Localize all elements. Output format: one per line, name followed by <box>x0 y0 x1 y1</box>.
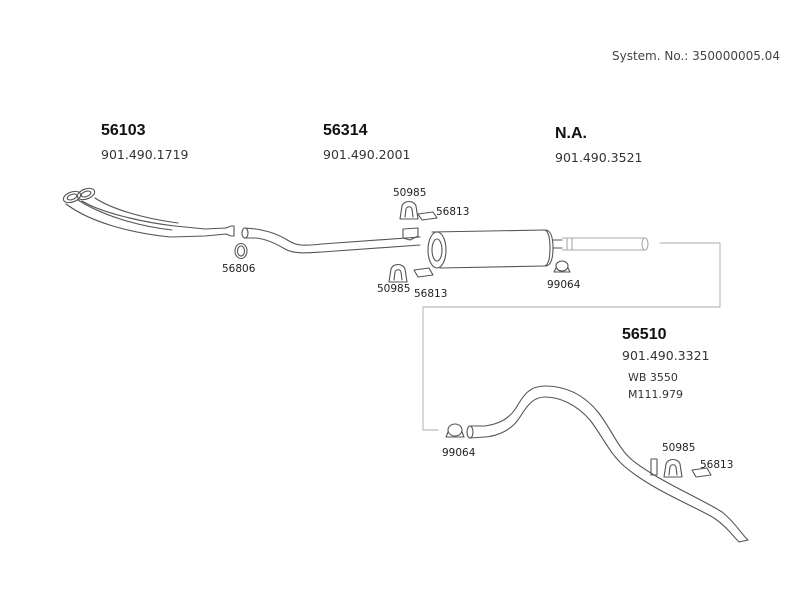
part-number-rear-pipe: 56510 <box>622 326 667 343</box>
oe-number-rear-pipe: 901.490.3321 <box>622 348 710 363</box>
label-bracket-56813-bottom: 56813 <box>414 288 448 300</box>
na-pipe <box>561 237 649 251</box>
note-engine: M111.979 <box>628 388 683 401</box>
label-bracket-56813-lower: 56813 <box>700 459 734 471</box>
clamp-99064-top <box>553 260 571 273</box>
note-wheelbase: WB 3550 <box>628 371 678 384</box>
rear-pipe <box>466 385 749 543</box>
part-number-middle-silencer: 56314 <box>323 122 368 139</box>
label-mount-50985-lower: 50985 <box>662 442 696 454</box>
mount-50985-top <box>399 200 419 220</box>
part-number-front-pipe: 56103 <box>101 122 146 139</box>
mount-50985-bottom <box>388 263 408 283</box>
label-clamp-99064-lower: 99064 <box>442 447 476 459</box>
label-clamp-99064-top: 99064 <box>547 279 581 291</box>
label-mount-50985-bottom: 50985 <box>377 283 411 295</box>
mount-50985-lower <box>663 458 683 478</box>
part-number-na: N.A. <box>555 125 587 142</box>
ring-56806 <box>234 242 248 260</box>
label-bracket-56813-top: 56813 <box>436 206 470 218</box>
clamp-99064-lower <box>445 423 465 438</box>
connector-line <box>422 242 721 431</box>
oe-number-na: 901.490.3521 <box>555 150 643 165</box>
bracket-56813-top <box>417 211 438 221</box>
bracket-56813-lower <box>691 467 712 478</box>
bracket-56813-bottom <box>413 267 434 278</box>
front-pipe <box>62 187 235 238</box>
label-ring-56806: 56806 <box>222 263 256 275</box>
middle-silencer <box>241 227 563 269</box>
label-mount-50985-top: 50985 <box>393 187 427 199</box>
system-number: System. No.: 350000005.04 <box>612 49 780 63</box>
oe-number-front-pipe: 901.490.1719 <box>101 147 189 162</box>
oe-number-middle-silencer: 901.490.2001 <box>323 147 411 162</box>
